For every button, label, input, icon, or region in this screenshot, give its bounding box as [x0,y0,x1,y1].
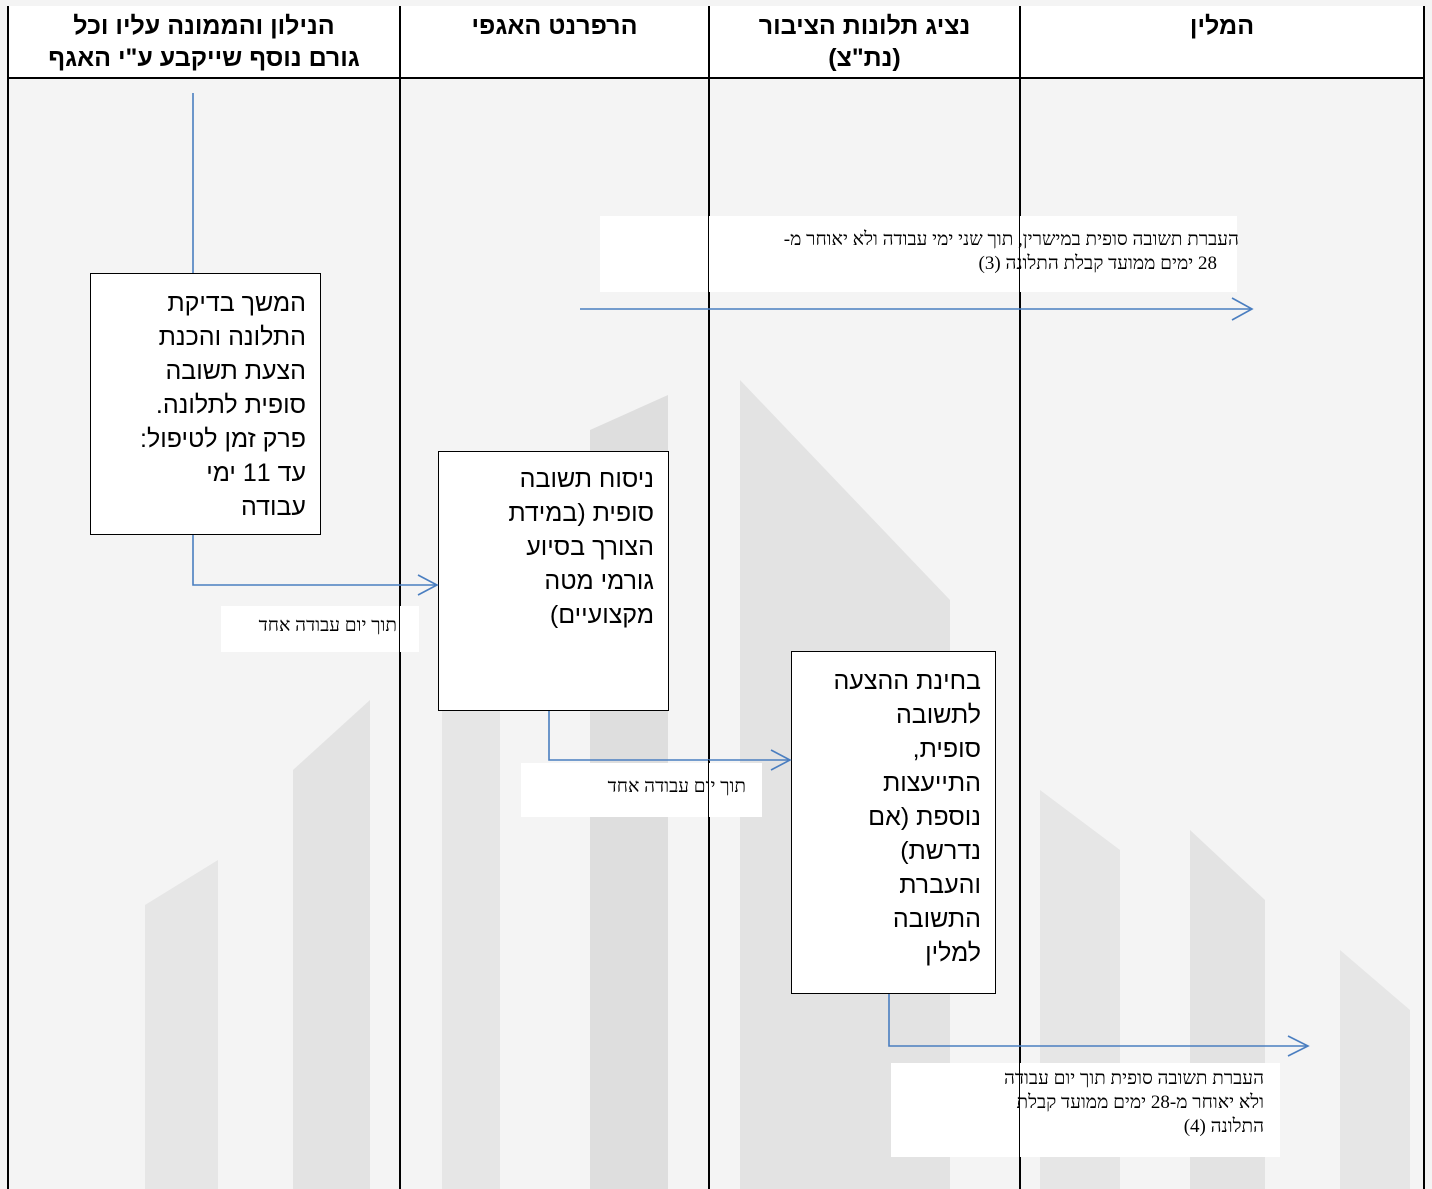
lane-divider-overlay-2 [708,216,709,296]
process-box-drafting-line1: ניסוח תשובה [519,465,654,493]
lane-header-public-complaints-rep-line1: נציג תלונות הציבור [758,12,971,40]
process-box-drafting-line5: מקצועיים) [549,601,654,629]
process-box-drafting: ניסוח תשובה סופית (במידת הצורך בסיוע גור… [438,451,669,711]
note-within-one-day-2: תוך יום עבודה אחד [521,763,762,817]
note-final-reply-direct-line1: העברת תשובה סופית במישרין, תוך שני ימי ע… [783,229,1239,250]
process-box-investigation-line7: עבודה [241,493,306,521]
note-final-reply-forward-line3: התלונה (4) [1183,1116,1264,1137]
lane-header-complainant: המלין [1021,6,1423,79]
watermark-block-8 [1340,950,1410,1189]
process-box-review-line9: למלין [925,939,981,967]
lane-header-public-complaints-rep: נציג תלונות הציבור (נת"צ) [710,6,1019,79]
process-box-investigation-line1: המשך בדיקת [167,289,306,317]
lane-header-subject-line2: גורם נוסף שייקבע ע"י האגף [48,44,360,72]
note-final-reply-direct: העברת תשובה סופית במישרין, תוך שני ימי ע… [600,216,1239,292]
process-box-review-line6: נדרשת) [900,837,981,865]
note-within-one-day-1-text: תוך יום עבודה אחד [258,615,397,636]
note-within-one-day-2-text: תוך יום עבודה אחד [607,776,746,797]
lane-header-complainant-title: המלין [1189,12,1255,40]
process-box-review-line2: לתשובה [895,701,981,729]
watermark-block-2 [293,700,370,1189]
note-final-reply-forward-line2: ולא יאוחר מ-28 ימים ממועד קבלת [1016,1092,1265,1113]
lane-divider-2 [708,6,710,1189]
lane-header-division-referent-title: הרפרנט האגפי [471,12,638,40]
process-box-review-line7: והעברת [899,871,981,899]
lane-divider-overlay-3 [1019,216,1020,296]
process-box-investigation-line3: הצעת תשובה [165,357,306,385]
process-box-review: בחינת ההצעה לתשובה סופית, התייעצות נוספת… [791,651,996,994]
lane-divider-1 [399,6,401,1189]
process-box-review-line5: נוספת (אם [868,803,981,831]
lane-header-subject: הנילון והממונה עליו וכל גורם נוסף שייקבע… [9,6,399,79]
process-box-drafting-line3: הצורך בסיוע [526,533,654,561]
process-box-investigation-line6: עד 11 ימי [206,459,306,487]
lane-header-subject-line1: הנילון והממונה עליו וכל [73,12,335,40]
note-final-reply-direct-line2: 28 ימים ממועד קבלת התלונה (3) [978,253,1217,274]
watermark-block-left [145,860,218,1189]
note-within-one-day-1: תוך יום עבודה אחד [221,606,419,652]
process-box-drafting-line4: גורמי מטה [544,567,654,595]
lane-header-division-referent: הרפרנט האגפי [401,6,708,79]
process-box-investigation-line2: התלונה והכנת [158,323,306,351]
process-box-review-line4: התייעצות [882,769,981,797]
process-box-review-line3: סופית, [912,735,981,763]
lane-divider-overlay-4 [708,760,709,820]
lane-divider-overlay-6 [399,605,400,655]
note-final-reply-forward-line1: העברת תשובה סופית תוך יום עבודה [1003,1068,1264,1089]
lane-header-public-complaints-rep-line2: (נת"צ) [828,44,901,72]
process-box-review-line1: בחינת ההצעה [833,667,981,695]
note-final-reply-forward: העברת תשובה סופית תוך יום עבודה ולא יאוח… [891,1063,1280,1157]
process-box-review-line8: התשובה [892,905,981,933]
process-box-investigation-line4: סופית לתלונה. [155,391,306,419]
lane-divider-overlay-5 [1019,1060,1020,1160]
process-box-investigation-line5: פרק זמן לטיפול: [140,425,306,453]
process-box-investigation: המשך בדיקת התלונה והכנת הצעת תשובה סופית… [90,273,321,535]
process-box-drafting-line2: סופית (במידת [508,499,654,527]
lane-divider-3 [1019,6,1021,1189]
